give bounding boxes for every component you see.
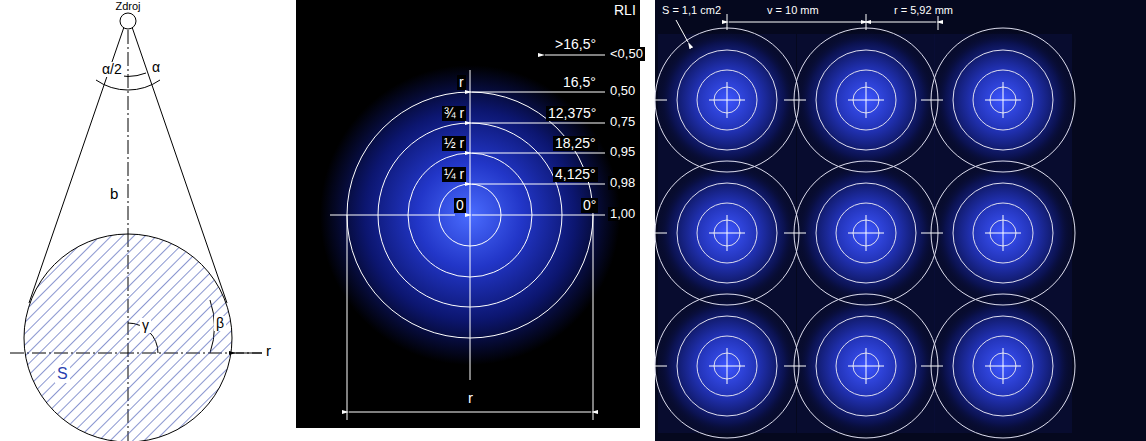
area-label: S = 1,1 cm2 (660, 4, 723, 16)
angle-value: 16,5° (561, 75, 598, 90)
radius-fraction: ¾ r (442, 106, 466, 121)
radius-label: r (466, 390, 475, 407)
radius-fraction: r (457, 75, 466, 90)
source-node: Zdroj (104, 0, 152, 30)
hatched-circle (23, 233, 233, 441)
angle-label: β (214, 316, 226, 331)
radius-fraction: 0 (454, 198, 466, 213)
rli-value: 1,00 (608, 207, 637, 221)
angle-value: 12,375° (546, 106, 598, 121)
dimension-label: v = 10 mm (765, 4, 821, 16)
radius-fraction: ¼ r (442, 167, 466, 182)
dimension-label: r = 5,92 mm (892, 4, 955, 16)
radius-fraction: ½ r (442, 136, 466, 151)
source-label: Zdroj (104, 0, 152, 12)
rli-value: 0,75 (608, 115, 637, 129)
column-heading: RLI (612, 3, 638, 18)
distance-label: b (108, 186, 120, 203)
axis-connector (128, 30, 129, 233)
rli-value: <0,50 (608, 47, 645, 61)
area-label: S (55, 365, 70, 383)
angle-value: 0° (581, 198, 598, 213)
rli-value: 0,95 (608, 145, 637, 159)
rli-value: 0,50 (608, 84, 637, 98)
radius-label: r (264, 343, 273, 360)
spot-dimensions (676, 14, 938, 42)
angle-value: 18,25° (553, 136, 598, 151)
spot-grid (645, 28, 1075, 438)
rli-value: 0,98 (608, 176, 637, 190)
rli-rings (330, 55, 605, 420)
angle-label: γ (140, 318, 151, 333)
angle-value: >16,5° (553, 37, 598, 52)
angle-label: α (150, 60, 162, 75)
angle-label: α/2 (100, 62, 124, 77)
beam-area: S (23, 233, 233, 441)
cone-drawing (10, 27, 262, 441)
angle-value: 4,125° (553, 167, 598, 182)
